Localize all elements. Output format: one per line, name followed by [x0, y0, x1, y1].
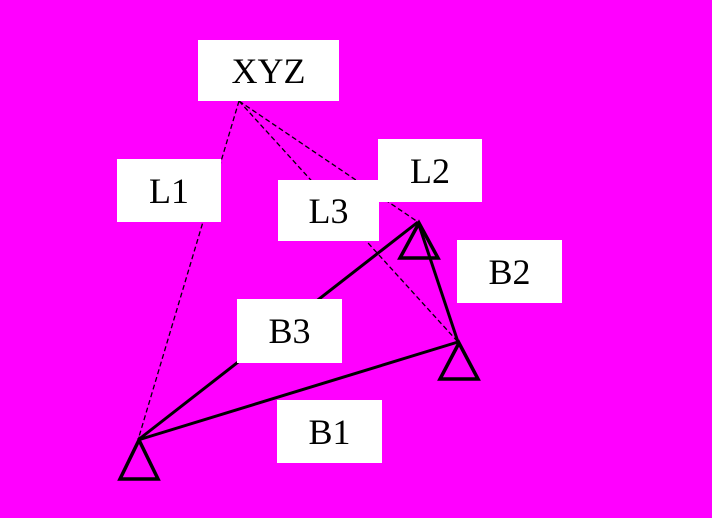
label-xyz: XYZ [198, 40, 339, 101]
label-b3: B3 [237, 299, 342, 363]
label-l1: L1 [117, 159, 221, 222]
bar-b1 [137, 340, 459, 442]
support-right [437, 339, 481, 381]
support-left [117, 436, 161, 481]
bar-b2 [416, 221, 460, 343]
label-l1-text: L1 [149, 170, 189, 211]
label-l3: L3 [278, 180, 379, 241]
label-xyz-text: XYZ [231, 50, 306, 91]
label-b2: B2 [457, 240, 562, 303]
label-b1-text: B1 [308, 411, 351, 452]
label-l2-text: L2 [410, 150, 450, 191]
label-b3-text: B3 [268, 311, 311, 351]
label-l2: L2 [378, 139, 482, 202]
label-l3-text: L3 [308, 190, 349, 231]
label-b2-text: B2 [488, 251, 531, 292]
support-top [397, 219, 441, 260]
cable-l1 [137, 100, 240, 441]
label-b1: B1 [277, 400, 382, 463]
